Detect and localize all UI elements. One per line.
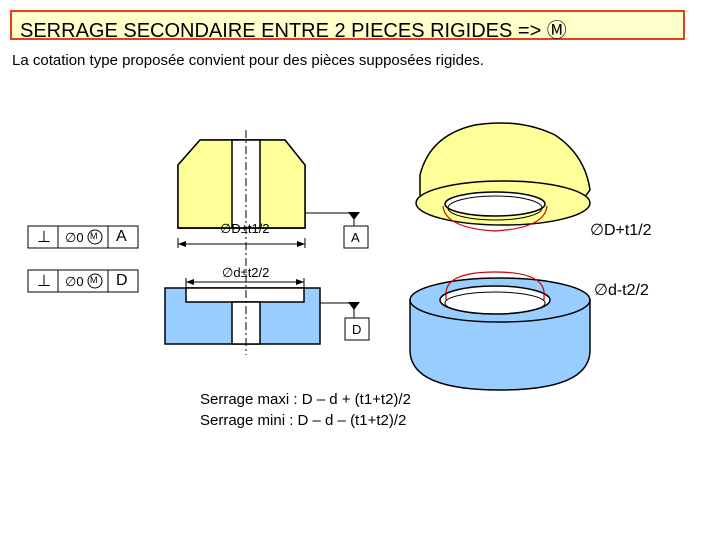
datum-ref-upper: A xyxy=(116,228,127,245)
tolerance-value-upper: ∅0 xyxy=(65,230,84,245)
modifier-m-upper: M xyxy=(90,231,98,241)
datum-label-d: D xyxy=(352,322,362,337)
limit-label-lower: ∅d-t2/2 xyxy=(594,282,649,299)
tolerance-frame-upper xyxy=(27,225,139,249)
modifier-m-lower: M xyxy=(90,275,98,285)
lower-part-section xyxy=(164,287,321,345)
datum-a-symbol xyxy=(305,212,369,249)
tolerance-value-lower: ∅0 xyxy=(65,274,84,289)
datum-d-symbol xyxy=(320,302,370,341)
dimension-upper xyxy=(177,238,306,248)
dimension-lower xyxy=(185,278,305,288)
datum-ref-lower: D xyxy=(116,272,128,289)
perpendicularity-symbol-upper: ⊥ xyxy=(37,229,51,246)
perpendicularity-symbol-lower: ⊥ xyxy=(37,273,51,290)
subtitle: La cotation type proposée convient pour … xyxy=(12,52,484,69)
limit-label-upper: ∅D+t1/2 xyxy=(590,222,652,239)
page-title: SERRAGE SECONDAIRE ENTRE 2 PIECES RIGIDE… xyxy=(20,20,567,42)
formula-max: Serrage maxi : D – d + (t1+t2)/2 xyxy=(200,391,411,408)
dimension-label-lower: ∅d±t2/2 xyxy=(222,265,270,280)
formula-min: Serrage mini : D – d – (t1+t2)/2 xyxy=(200,412,407,429)
yellow-cap-3d xyxy=(415,122,591,232)
title-box: SERRAGE SECONDAIRE ENTRE 2 PIECES RIGIDE… xyxy=(10,10,685,42)
blue-ring-3d xyxy=(409,271,591,391)
tolerance-frame-lower xyxy=(27,269,139,293)
dimension-label-upper: ∅D±t1/2 xyxy=(220,221,270,236)
upper-part-section xyxy=(177,139,306,229)
datum-label-a: A xyxy=(351,230,360,245)
